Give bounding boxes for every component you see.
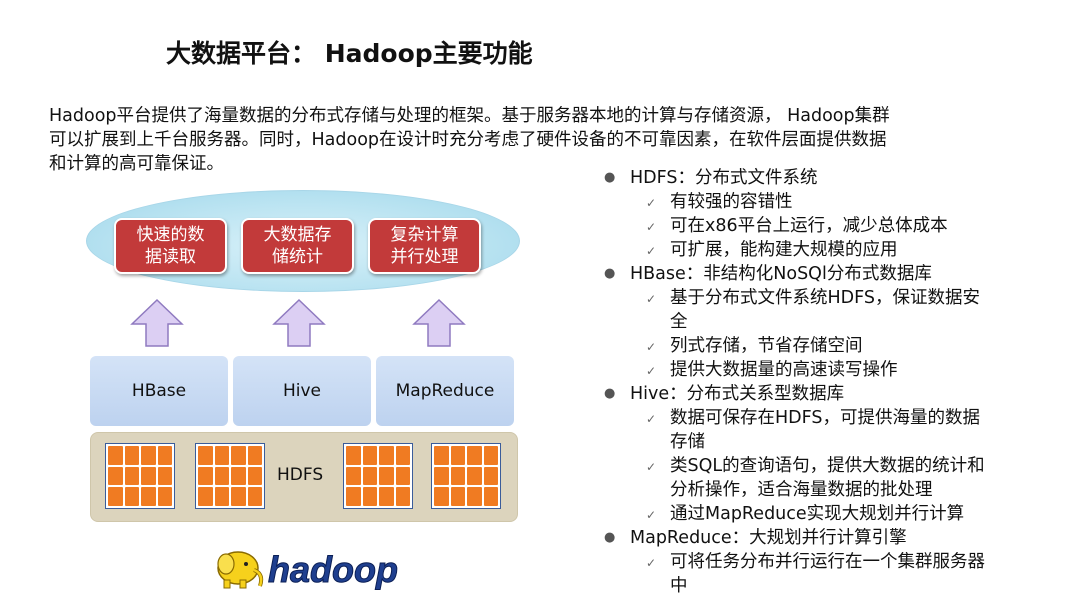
sub-bullet-text: 有较强的容错性 (670, 192, 793, 212)
sub-bullet-text: 提供大数据量的高速读写操作 (670, 360, 898, 380)
checkmark-icon: ✓ (646, 460, 657, 474)
up-arrow-icon (272, 298, 326, 347)
sub-bullet: ✓ 基于分布式文件系统HDFS，保证数据安 全 (602, 286, 1052, 334)
component-hive: Hive (233, 356, 371, 426)
hadoop-logo: hadoop (217, 549, 398, 591)
intro-line: Hadoop平台提供了海量数据的分布式存储与处理的框架。基于服务器本地的计算与存… (49, 106, 890, 126)
sub-bullet-text: 可在x86平台上运行，减少总体成本 (670, 216, 948, 236)
bullet-dot-icon: ● (604, 530, 616, 545)
sub-bullet-text: 列式存储，节省存储空间 (670, 336, 863, 356)
feature-bullet-list: ● HDFS：分布式文件系统 ✓ 有较强的容错性 ✓ 可在x86平台上运行，减少总体成… (602, 166, 1052, 598)
checkmark-icon: ✓ (646, 244, 657, 258)
function-label: 快速的数 据读取 (136, 225, 205, 267)
hadoop-architecture-diagram: 快速的数 据读取 大数据存 储统计 复杂计算 并行处理 HBase Hive M… (86, 186, 526, 596)
sub-bullet: ✓ 类SQL的查询语句，提供大数据的统计和 分析操作，适合海量数据的批处理 (602, 454, 1052, 502)
bullet-hive: ● Hive：分布式关系型数据库 (602, 382, 1052, 406)
bullet-label: HBase：非结构化NoSQl分布式数据库 (630, 264, 932, 284)
function-label: 大数据存 储统计 (263, 225, 332, 267)
checkmark-icon: ✓ (646, 556, 657, 570)
sub-bullet: ✓ 列式存储，节省存储空间 (602, 334, 1052, 358)
intro-line: 和计算的高可靠保证。 (49, 154, 224, 174)
sub-bullet-text: 数据可保存在HDFS，可提供海量的数据 存储 (670, 408, 981, 452)
bullet-label: MapReduce：大规划并行计算引擎 (630, 528, 907, 548)
hdfs-label: HDFS (277, 465, 324, 485)
sub-bullet: ✓ 有较强的容错性 (602, 190, 1052, 214)
storage-node-icon (195, 443, 265, 509)
storage-node-icon (105, 443, 175, 509)
bullet-label: HDFS：分布式文件系统 (630, 168, 818, 188)
sub-bullet-text: 可扩展，能构建大规模的应用 (670, 240, 898, 260)
sub-bullet: ✓ 可在x86平台上运行，减少总体成本 (602, 214, 1052, 238)
checkmark-icon: ✓ (646, 508, 657, 522)
component-mapreduce: MapReduce (376, 356, 514, 426)
checkmark-icon: ✓ (646, 364, 657, 378)
hdfs-storage-layer: HDFS (90, 432, 518, 522)
up-arrow-icon (412, 298, 466, 347)
bullet-dot-icon: ● (604, 386, 616, 401)
bullet-dot-icon: ● (604, 266, 616, 281)
function-label: 复杂计算 并行处理 (390, 225, 459, 267)
component-hbase: HBase (90, 356, 228, 426)
sub-bullet: ✓ 数据可保存在HDFS，可提供海量的数据 存储 (602, 406, 1052, 454)
function-box-storage-stats: 大数据存 储统计 (241, 218, 354, 274)
checkmark-icon: ✓ (646, 292, 657, 306)
logo-wordmark: hadoop (268, 549, 398, 590)
page-title: 大数据平台： Hadoop主要功能 (166, 39, 533, 68)
checkmark-icon: ✓ (646, 412, 657, 426)
sub-bullet: ✓ 可将任务分布并行运行在一个集群服务器 中 (602, 550, 1052, 598)
sub-bullet: ✓ 可扩展，能构建大规模的应用 (602, 238, 1052, 262)
bullet-mapreduce: ● MapReduce：大规划并行计算引擎 (602, 526, 1052, 550)
storage-node-icon (343, 443, 413, 509)
intro-paragraph: Hadoop平台提供了海量数据的分布式存储与处理的框架。基于服务器本地的计算与存… (49, 104, 1039, 176)
bullet-dot-icon: ● (604, 170, 616, 185)
elephant-icon (217, 551, 264, 589)
bullet-label: Hive：分布式关系型数据库 (630, 384, 845, 404)
bullet-hdfs: ● HDFS：分布式文件系统 (602, 166, 1052, 190)
sub-bullet-text: 可将任务分布并行运行在一个集群服务器 中 (670, 552, 985, 596)
function-box-parallel-compute: 复杂计算 并行处理 (368, 218, 481, 274)
function-box-fast-read: 快速的数 据读取 (114, 218, 227, 274)
sub-bullet: ✓ 通过MapReduce实现大规划并行计算 (602, 502, 1052, 526)
sub-bullet-text: 通过MapReduce实现大规划并行计算 (670, 504, 965, 524)
sub-bullet-text: 基于分布式文件系统HDFS，保证数据安 全 (670, 288, 981, 332)
up-arrow-icon (130, 298, 184, 347)
intro-line: 可以扩展到上千台服务器。同时，Hadoop在设计时充分考虑了硬件设备的不可靠因素… (49, 130, 887, 150)
checkmark-icon: ✓ (646, 340, 657, 354)
storage-node-icon (431, 443, 501, 509)
bullet-hbase: ● HBase：非结构化NoSQl分布式数据库 (602, 262, 1052, 286)
sub-bullet-text: 类SQL的查询语句，提供大数据的统计和 分析操作，适合海量数据的批处理 (670, 456, 985, 500)
checkmark-icon: ✓ (646, 196, 657, 210)
checkmark-icon: ✓ (646, 220, 657, 234)
sub-bullet: ✓ 提供大数据量的高速读写操作 (602, 358, 1052, 382)
